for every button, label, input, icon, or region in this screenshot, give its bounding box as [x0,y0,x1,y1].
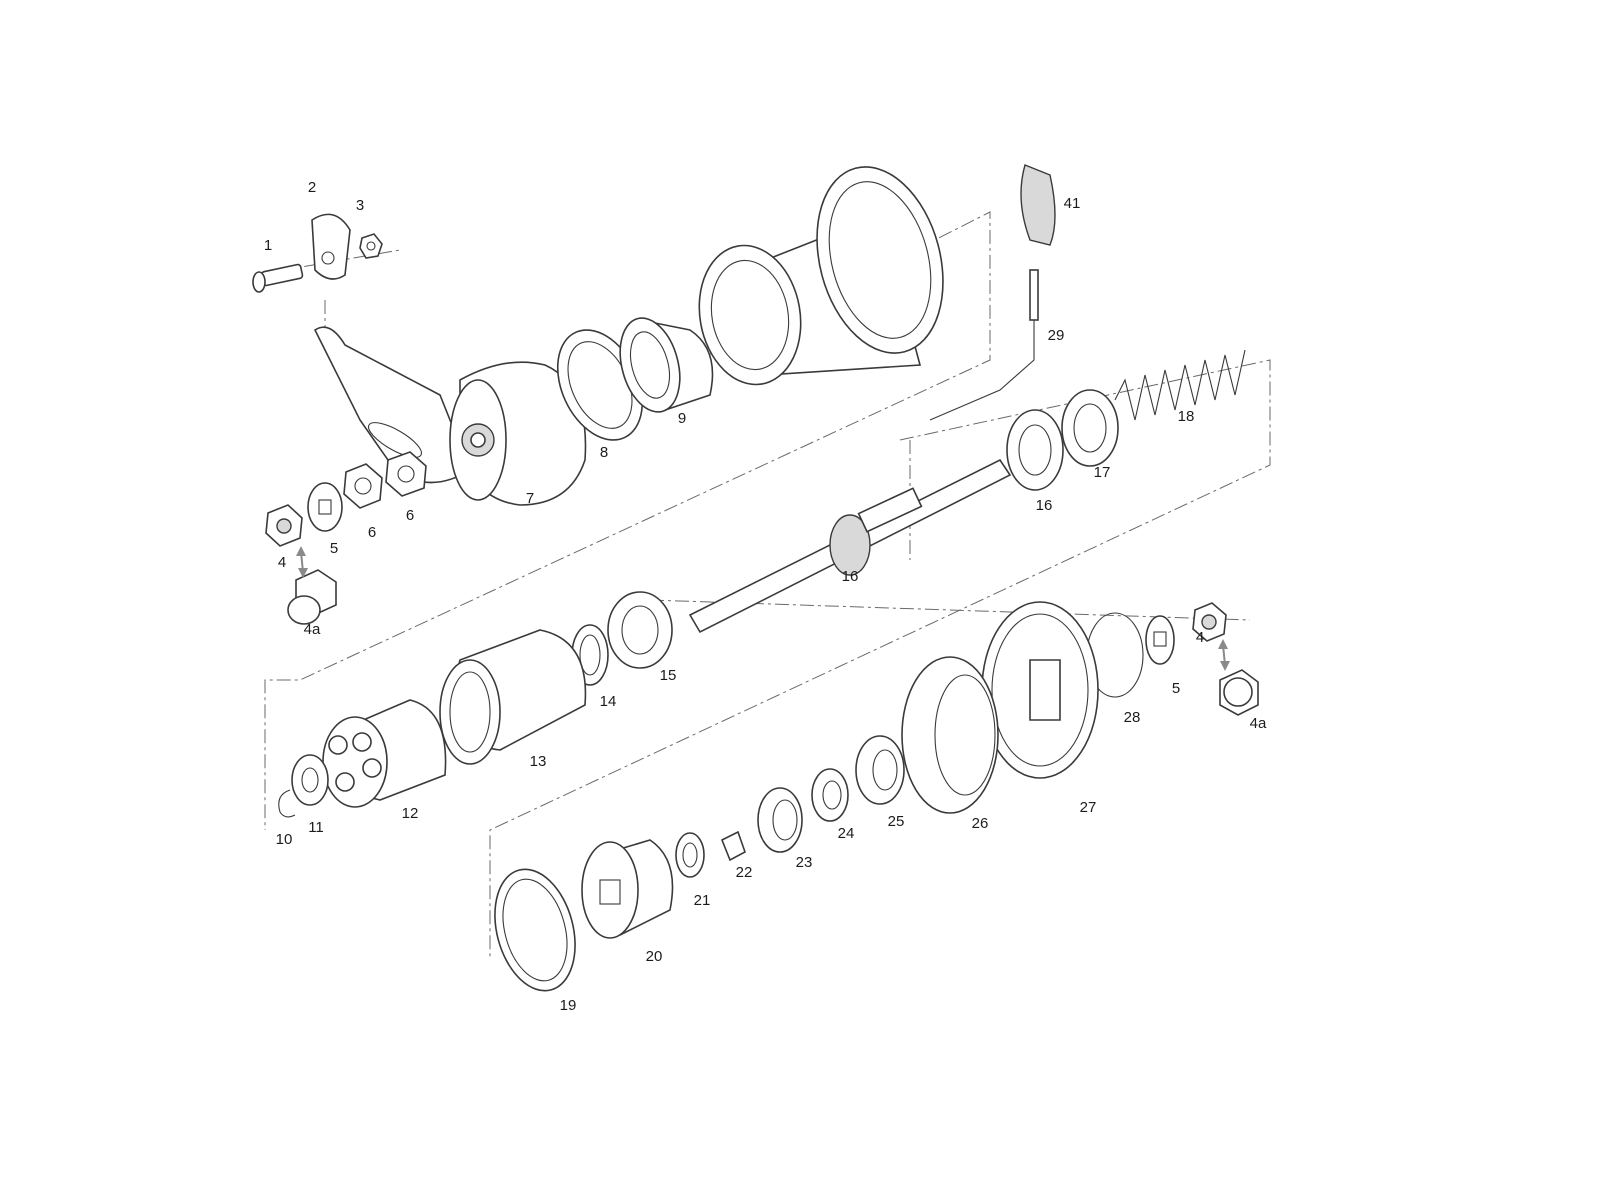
swap-arrow-right [1218,639,1230,671]
part-6-locknut-a [343,463,383,509]
part-10-circlip [278,789,296,818]
callout-14: 14 [600,693,617,710]
callout-19: 19 [560,997,577,1014]
part-21-washer [675,832,705,878]
part-17-sleeve [1061,389,1119,467]
part-19-bearing-ring [494,868,576,992]
callout-23: 23 [796,854,813,871]
part-9-clutch-ring [619,317,714,413]
callout-5-left: 5 [330,540,338,557]
part-24-bearing [811,768,849,822]
callout-17: 17 [1094,464,1111,481]
part-11-washer [291,754,329,806]
callout-3: 3 [356,197,364,214]
axle [688,458,1012,634]
callout-16-upper: 16 [1036,497,1053,514]
part-2-clamp [311,213,351,280]
callout-9: 9 [678,410,686,427]
part-15-clutch-cone [607,591,673,669]
part-6-locknut-b [385,451,427,497]
callout-10: 10 [276,831,293,848]
part-5-washer-right [1145,615,1175,665]
callout-5-right: 5 [1172,680,1180,697]
callout-4a-right: 4a [1250,715,1267,732]
callout-24: 24 [838,825,855,842]
part-4-nut-left [265,504,303,547]
part-27-sprocket [981,601,1099,779]
part-23-driver [757,787,803,853]
callout-12: 12 [402,805,419,822]
part-4-nut-right [1192,602,1227,642]
callout-4-left: 4 [278,554,286,571]
callout-41: 41 [1064,195,1081,212]
part-4a-cap-nut-right [1219,669,1259,716]
callout-16-lower: 16 [842,568,859,585]
part-7-brake-arm [313,326,587,506]
part-4a-cap-nut-left [287,569,337,625]
callout-27: 27 [1080,799,1097,816]
part-5-washer-left [307,482,343,532]
callout-29: 29 [1048,327,1065,344]
callout-11: 11 [308,819,324,836]
swap-arrow-left [296,546,308,578]
part-3-nut [359,233,383,259]
part-13-ring-gear [439,629,587,765]
callout-28: 28 [1124,709,1141,726]
part-20-ball-cup [581,839,674,939]
hub-shell [698,166,944,386]
callout-1: 1 [264,237,272,254]
callout-7: 7 [526,490,534,507]
callout-8: 8 [600,444,608,461]
callout-22: 22 [736,864,753,881]
part-18-spring [1114,349,1246,421]
callout-26: 26 [972,815,989,832]
callout-labels: 2 3 1 41 29 9 8 18 17 16 7 6 6 5 4 4a 16… [264,179,1267,1014]
callout-6-a: 6 [368,524,376,541]
callout-4-right: 4 [1196,629,1204,646]
part-12-planet-carrier [322,699,447,808]
callout-21: 21 [694,892,711,909]
part-26-dust-cap [901,656,999,814]
callout-2: 2 [308,179,316,196]
part-25-cone [855,735,905,805]
part-41-cable-head [1020,164,1056,246]
part-22-spacer [720,830,746,862]
part-1-screw [252,263,304,293]
callout-15: 15 [660,667,677,684]
callout-25: 25 [888,813,905,830]
callout-4a-left: 4a [304,621,321,638]
part-16-clutch-upper [1006,409,1064,491]
part-29-push-rod [929,269,1039,421]
callout-6-b: 6 [406,507,414,524]
callout-18: 18 [1178,408,1195,425]
callout-13: 13 [530,753,547,770]
callout-20: 20 [646,948,663,965]
